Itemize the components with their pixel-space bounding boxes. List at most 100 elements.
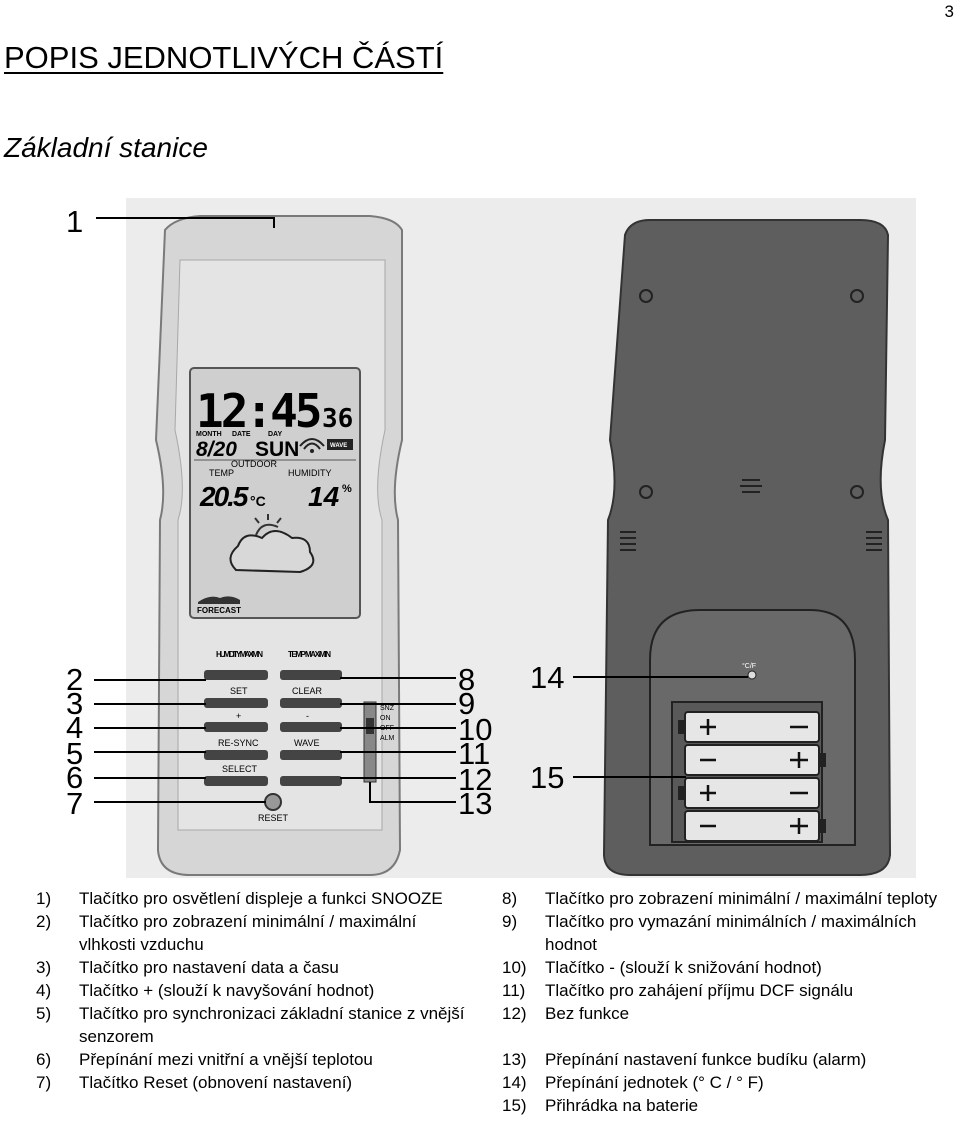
legend-item-14: 14) Přepínání jednotek (° C / ° F)	[502, 1071, 957, 1094]
button-select[interactable]: SELECT	[204, 764, 268, 786]
callouts	[94, 217, 748, 803]
legend-item-15: 15) Přihrádka na baterie	[502, 1094, 957, 1117]
button-set-label: SET	[230, 686, 248, 696]
button-humidity-minmax[interactable]: HUMIDITY MAX/MIN	[204, 650, 268, 680]
legend-item-1: 1) Tlačítko pro osvětlení displeje a fun…	[36, 887, 476, 910]
callout-2: 2	[66, 662, 83, 697]
legend-text: Tlačítko pro vymazání minimálních / maxi…	[545, 912, 917, 954]
legend-item-7: 7) Tlačítko Reset (obnovení nastavení)	[36, 1071, 476, 1094]
button-select-label: SELECT	[222, 764, 258, 774]
button-clear[interactable]: CLEAR	[280, 686, 342, 708]
callout-10: 10	[458, 712, 492, 747]
legend-left: 1) Tlačítko pro osvětlení displeje a fun…	[36, 887, 476, 1094]
legend-item-12: 12) Bez funkce	[502, 1002, 957, 1025]
page-number: 3	[944, 2, 954, 21]
lcd-date-label: DATE	[232, 431, 251, 438]
lcd-outdoor-label: OUTDOOR	[231, 459, 277, 469]
button-wave[interactable]: WAVE	[280, 738, 342, 760]
legend-number: 6)	[36, 1050, 52, 1069]
lcd-humidity: 14	[308, 481, 340, 512]
legend-text: Tlačítko Reset (obnovení nastavení)	[79, 1073, 353, 1092]
callout-5: 5	[66, 736, 83, 771]
button-plus[interactable]: +	[204, 711, 268, 732]
legend-text: Tlačítko pro nastavení data a času	[79, 958, 339, 977]
legend-item-2: 2) Tlačítko pro zobrazení minimální / ma…	[36, 910, 476, 956]
legend-text: Tlačítko pro osvětlení displeje a funkci…	[79, 889, 443, 908]
alarm-switch-snz: SNZ	[380, 705, 395, 712]
radio-signal-icon	[299, 438, 325, 453]
legend-number: 1)	[36, 889, 52, 908]
button-minus[interactable]: -	[280, 711, 342, 732]
lcd-display: 12:45 36 MONTH DATE DAY 8/20 SUN WAVE OU…	[189, 367, 361, 619]
lcd-month-label: MONTH	[196, 431, 222, 438]
unit-switch[interactable]: °C/F	[742, 662, 757, 680]
callout-numbers: 1 2 3 4 5 6 7 8 9 10 11 12 13 14 15	[66, 204, 564, 821]
legend-number: 12)	[502, 1004, 527, 1023]
button-humidity-minmax-label: HUMIDITY MAX/MIN	[216, 650, 263, 659]
legend-number: 7)	[36, 1073, 52, 1092]
legend-number: 13)	[502, 1050, 527, 1069]
unit-switch-label: °C/F	[742, 662, 756, 670]
legend-text: Přepínání jednotek (° C / ° F)	[545, 1073, 764, 1092]
legend-item-11: 11) Tlačítko pro zahájení příjmu DCF sig…	[502, 979, 957, 1002]
legend-item-8: 8) Tlačítko pro zobrazení minimální / ma…	[502, 887, 957, 910]
legend-item-3: 3) Tlačítko pro nastavení data a času	[36, 956, 476, 979]
button-wave-label: WAVE	[294, 738, 320, 748]
legend-number: 2)	[36, 912, 52, 931]
legend-number: 4)	[36, 981, 52, 1000]
lcd-humidity-label: HUMIDITY	[288, 468, 332, 478]
button-clear-label: CLEAR	[292, 686, 323, 696]
lcd-time: 12:45	[196, 384, 320, 438]
weather-station-figure: 12:45 36 MONTH DATE DAY 8/20 SUN WAVE OU…	[0, 190, 960, 880]
legend-number: 9)	[502, 912, 518, 931]
callout-14: 14	[530, 660, 564, 695]
button-temp-minmax-label: TEMP MAX/MIN	[288, 650, 331, 659]
legend-right: 8) Tlačítko pro zobrazení minimální / ma…	[502, 887, 957, 1117]
legend-text: Tlačítko pro zahájení příjmu DCF signálu	[545, 981, 854, 1000]
callout-7: 7	[66, 786, 83, 821]
legend-spacer	[502, 1025, 957, 1048]
legend-text: Tlačítko pro zobrazení minimální / maxim…	[545, 889, 938, 908]
callout-11: 11	[458, 736, 490, 771]
lcd-forecast-label: FORECAST	[197, 606, 241, 615]
legend-text: Bez funkce	[545, 1004, 630, 1023]
lcd-wave-label: WAVE	[330, 443, 347, 449]
battery-compartment	[671, 701, 826, 843]
callout-6: 6	[66, 760, 83, 795]
callout-15: 15	[530, 760, 564, 795]
button-unused[interactable]	[280, 776, 342, 786]
legend-number: 14)	[502, 1073, 527, 1092]
section-subtitle: Základní stanice	[4, 132, 208, 163]
button-minus-label: -	[306, 711, 309, 721]
callout-13: 13	[458, 786, 492, 821]
legend-text: Tlačítko + (slouží k navyšování hodnot)	[79, 981, 375, 1000]
button-plus-label: +	[236, 711, 241, 721]
alarm-switch-on: ON	[380, 715, 391, 722]
lcd-weekday: SUN	[255, 438, 299, 461]
legend-number: 15)	[502, 1096, 527, 1115]
callout-3: 3	[66, 686, 83, 721]
lcd-day-label: DAY	[268, 431, 282, 438]
button-set[interactable]: SET	[204, 686, 268, 708]
callout-4: 4	[66, 710, 83, 745]
button-resync-label: RE-SYNC	[218, 738, 259, 748]
lcd-temperature: 20.5	[199, 481, 249, 512]
legend-item-13: 13) Přepínání nastavení funkce budíku (a…	[502, 1048, 957, 1071]
legend-text: Tlačítko - (slouží k snižování hodnot)	[545, 958, 822, 977]
button-temp-minmax[interactable]: TEMP MAX/MIN	[280, 650, 342, 680]
legend-text: Tlačítko pro synchronizaci základní stan…	[79, 1004, 465, 1046]
legend-item-10: 10) Tlačítko - (slouží k snižování hodno…	[502, 956, 957, 979]
legend-number: 5)	[36, 1004, 52, 1023]
legend-number: 8)	[502, 889, 518, 908]
lcd-seconds: 36	[322, 404, 353, 434]
lcd-temp-unit: °C	[250, 493, 266, 509]
forecast-cloud-icon	[229, 514, 315, 574]
legend-number: 3)	[36, 958, 52, 977]
button-resync[interactable]: RE-SYNC	[204, 738, 268, 760]
callout-12: 12	[458, 762, 492, 797]
legend-item-9: 9) Tlačítko pro vymazání minimálních / m…	[502, 910, 957, 956]
legend-item-4: 4) Tlačítko + (slouží k navyšování hodno…	[36, 979, 476, 1002]
legend-number: 10)	[502, 958, 527, 977]
legend-item-5: 5) Tlačítko pro synchronizaci základní s…	[36, 1002, 476, 1048]
alarm-switch-alm: ALM	[380, 735, 395, 742]
